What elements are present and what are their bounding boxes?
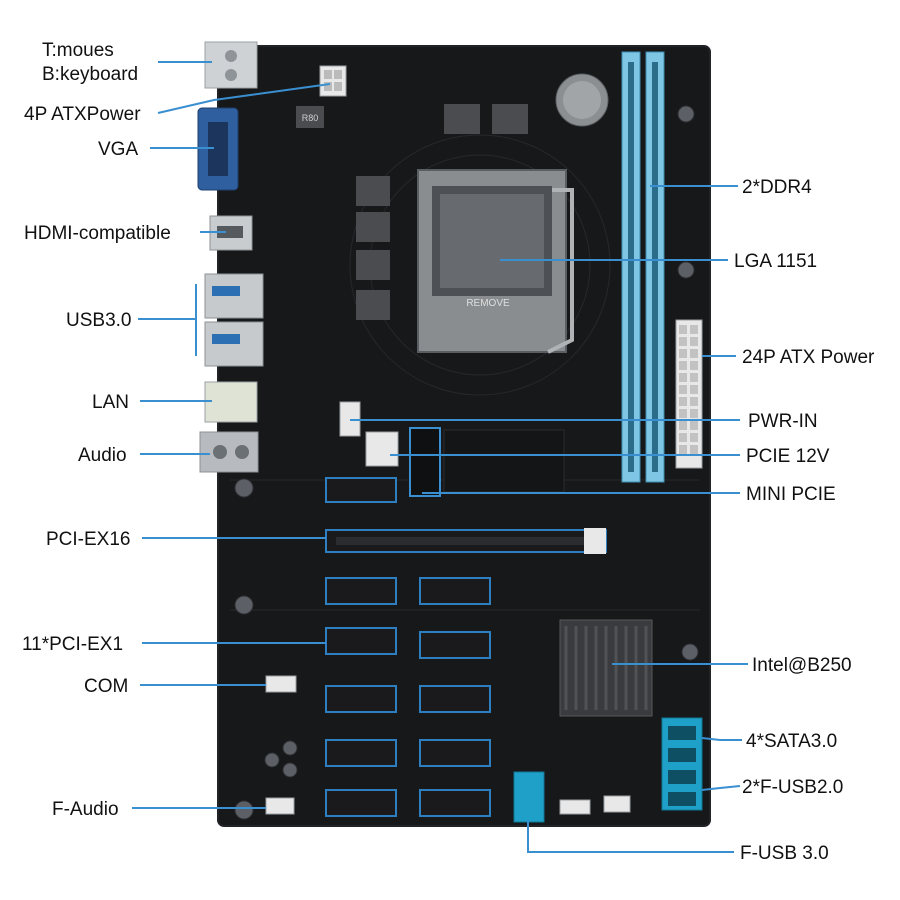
chipset-heatsink xyxy=(559,619,653,717)
misc-header xyxy=(559,799,591,815)
label-ddr4: 2*DDR4 xyxy=(742,177,812,198)
f-audio-header xyxy=(265,797,295,815)
leader-sata xyxy=(701,737,742,741)
label-audio: Audio xyxy=(78,445,127,466)
cpu-socket: REMOVE xyxy=(417,169,574,354)
mini-pcie-slot xyxy=(409,427,441,497)
label-atx-4p: 4P ATXPower xyxy=(24,104,141,125)
callout-labels: T:moues B:keyboard 4P ATXPower VGA HDMI-… xyxy=(22,40,875,864)
leader-atx-4p xyxy=(157,83,331,114)
leader-lines xyxy=(132,61,748,853)
rear-io xyxy=(197,41,264,473)
label-sata: 4*SATA3.0 xyxy=(746,731,837,752)
label-com: COM xyxy=(84,676,128,697)
leader-f-usb3 xyxy=(527,820,734,853)
label-chipset: Intel@B250 xyxy=(752,655,852,676)
label-atx-24p: 24P ATX Power xyxy=(742,347,875,368)
f-usb2-header xyxy=(603,795,631,813)
pci-ex1-slot xyxy=(325,789,397,817)
label-vga: VGA xyxy=(98,139,138,160)
label-f-usb2: 2*F-USB2.0 xyxy=(742,777,843,798)
com-header xyxy=(265,675,297,693)
vrm-choke xyxy=(356,290,390,320)
vrm-choke xyxy=(356,176,390,206)
atx-24p-connector xyxy=(675,319,703,469)
sata-ports xyxy=(661,717,703,811)
vrm-choke xyxy=(356,250,390,280)
ddr4-slots xyxy=(621,51,665,483)
lan-port xyxy=(204,381,258,423)
label-pcie-12v: PCIE 12V xyxy=(746,446,830,467)
pci-ex1-slot xyxy=(419,739,491,767)
label-keyboard-bottom: B:keyboard xyxy=(42,64,138,85)
pci-ex1-slots xyxy=(325,477,491,817)
label-mouse-top: T:moues xyxy=(42,40,114,61)
label-pci-ex1: 11*PCI-EX1 xyxy=(22,634,123,655)
leader-f-usb2 xyxy=(701,785,741,791)
vrm-area: R80 xyxy=(296,73,609,320)
pci-ex1-slot xyxy=(419,631,491,659)
pci-ex1-slot xyxy=(325,577,397,605)
socket-cover-marking: REMOVE xyxy=(466,298,510,309)
label-lan: LAN xyxy=(92,392,129,413)
ps2-port xyxy=(204,41,258,89)
motherboard: R80 REMOVE xyxy=(197,41,711,827)
label-lga: LGA 1151 xyxy=(734,251,817,272)
label-f-usb3: F-USB 3.0 xyxy=(740,843,829,864)
f-usb3-header xyxy=(513,771,545,823)
pci-ex1-slot xyxy=(419,577,491,605)
vrm-choke xyxy=(444,104,480,134)
vrm-choke xyxy=(296,106,324,128)
label-f-audio: F-Audio xyxy=(52,799,119,820)
label-pwr-in: PWR-IN xyxy=(748,411,818,432)
vrm-choke xyxy=(356,212,390,242)
pci-ex1-slot xyxy=(325,685,397,713)
audio-port xyxy=(199,431,259,473)
pcie-12v-connector xyxy=(365,431,399,467)
vrm-marking: R80 xyxy=(302,113,319,123)
vrm-choke xyxy=(492,104,528,134)
label-mini-pcie: MINI PCIE xyxy=(746,484,836,505)
pci-ex1-slot xyxy=(325,627,397,655)
capacitors xyxy=(234,105,699,820)
label-pci-ex16: PCI-EX16 xyxy=(46,529,130,550)
pci-ex1-slot xyxy=(419,789,491,817)
pci-ex1-slot xyxy=(325,477,397,503)
label-hdmi: HDMI-compatible xyxy=(24,223,171,244)
pci-ex1-slot xyxy=(325,739,397,767)
pci-ex1-slot xyxy=(419,685,491,713)
atx-4p-connector xyxy=(319,65,347,97)
label-usb3: USB3.0 xyxy=(66,310,131,331)
